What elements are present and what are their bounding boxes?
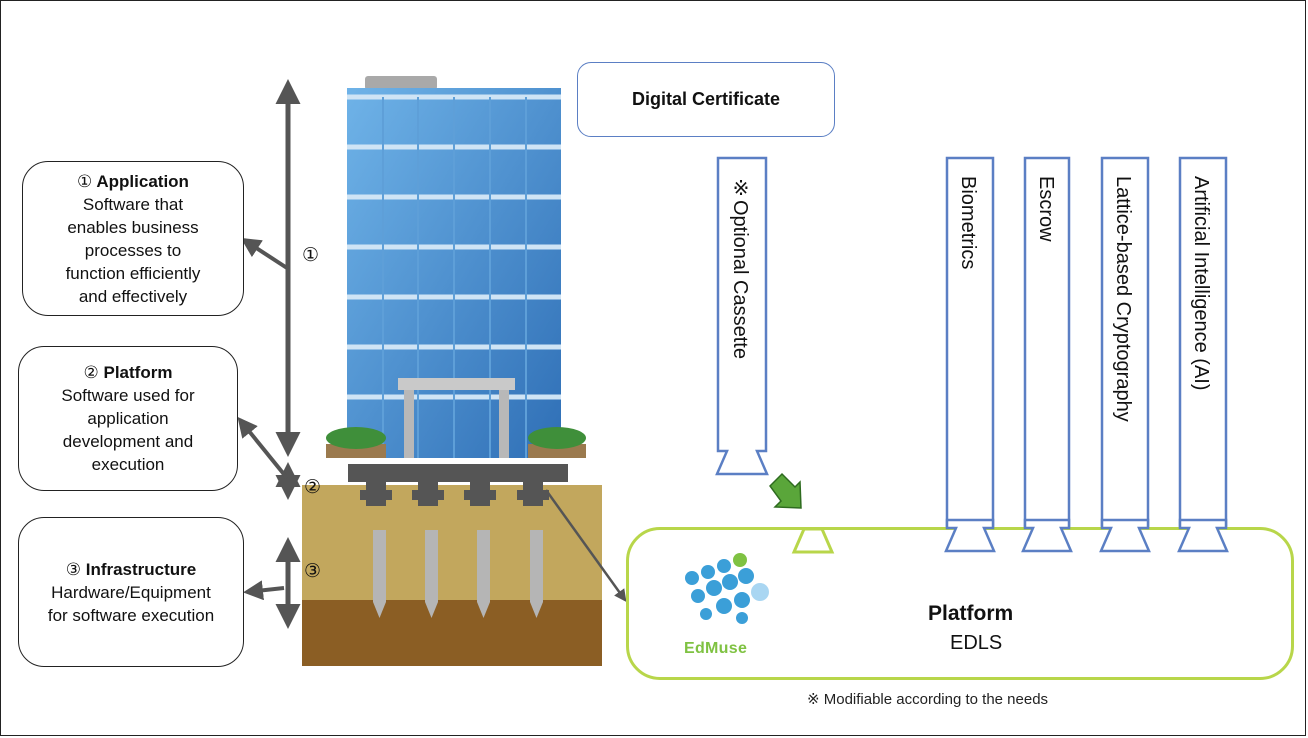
foundation-slab [348, 464, 568, 506]
application-number: ① [77, 171, 93, 191]
digital-certificate-box: Digital Certificate [577, 62, 835, 137]
footnote: ※ Modifiable according to the needs [807, 691, 1049, 708]
platform-desc-line: Software used for [61, 386, 195, 405]
platform-desc-line: execution [91, 455, 165, 474]
platform-desc-line: application [87, 409, 169, 428]
ground [302, 485, 602, 666]
application-title: Application [96, 171, 189, 191]
application-desc-line: function efficiently [65, 263, 201, 283]
platform-number: ② [83, 363, 99, 382]
platform-box: ② Platform Software used for application… [18, 346, 238, 491]
optional-cassette-label: ※Optional Cassette [729, 176, 751, 359]
range-number-application: ① [302, 245, 320, 266]
escrow-label: Escrow [1035, 176, 1057, 242]
platform-title: Platform [928, 602, 1014, 625]
platform-layer-title: Platform [103, 363, 173, 382]
office-building [326, 76, 586, 458]
cassette-shapes [715, 156, 1229, 553]
application-desc-line: Software that [82, 194, 184, 214]
foundation-piles [373, 530, 543, 618]
digital-certificate-label: Digital Certificate [631, 89, 781, 109]
range-number-infrastructure: ③ [304, 561, 322, 582]
range-number-platform: ② [304, 477, 322, 498]
optional-cassette-shape [715, 156, 769, 476]
application-desc-line: and effectively [78, 286, 188, 306]
biometrics-label: Biometrics [957, 176, 979, 270]
edmuse-logo-text: EdMuse [684, 640, 748, 657]
infrastructure-desc-line: for software execution [47, 605, 215, 625]
application-desc-line: processes to [84, 240, 182, 260]
platform-name: EDLS [950, 632, 1003, 654]
callout-arrows [237, 237, 627, 603]
infrastructure-desc-line: Hardware/Equipment [51, 582, 211, 602]
lattice-cryptography-label: Lattice-based Cryptography [1112, 176, 1134, 422]
infrastructure-title: Infrastructure [85, 559, 197, 579]
application-desc-line: enables business [67, 217, 199, 237]
infrastructure-number: ③ [65, 559, 81, 579]
platform-desc-line: development and [62, 432, 194, 451]
ai-label: Artificial Intelligence (AI) [1190, 176, 1212, 391]
application-box: ① Application Software that enables busi… [22, 161, 244, 316]
infrastructure-box: ③ Infrastructure Hardware/Equipment for … [18, 517, 244, 667]
